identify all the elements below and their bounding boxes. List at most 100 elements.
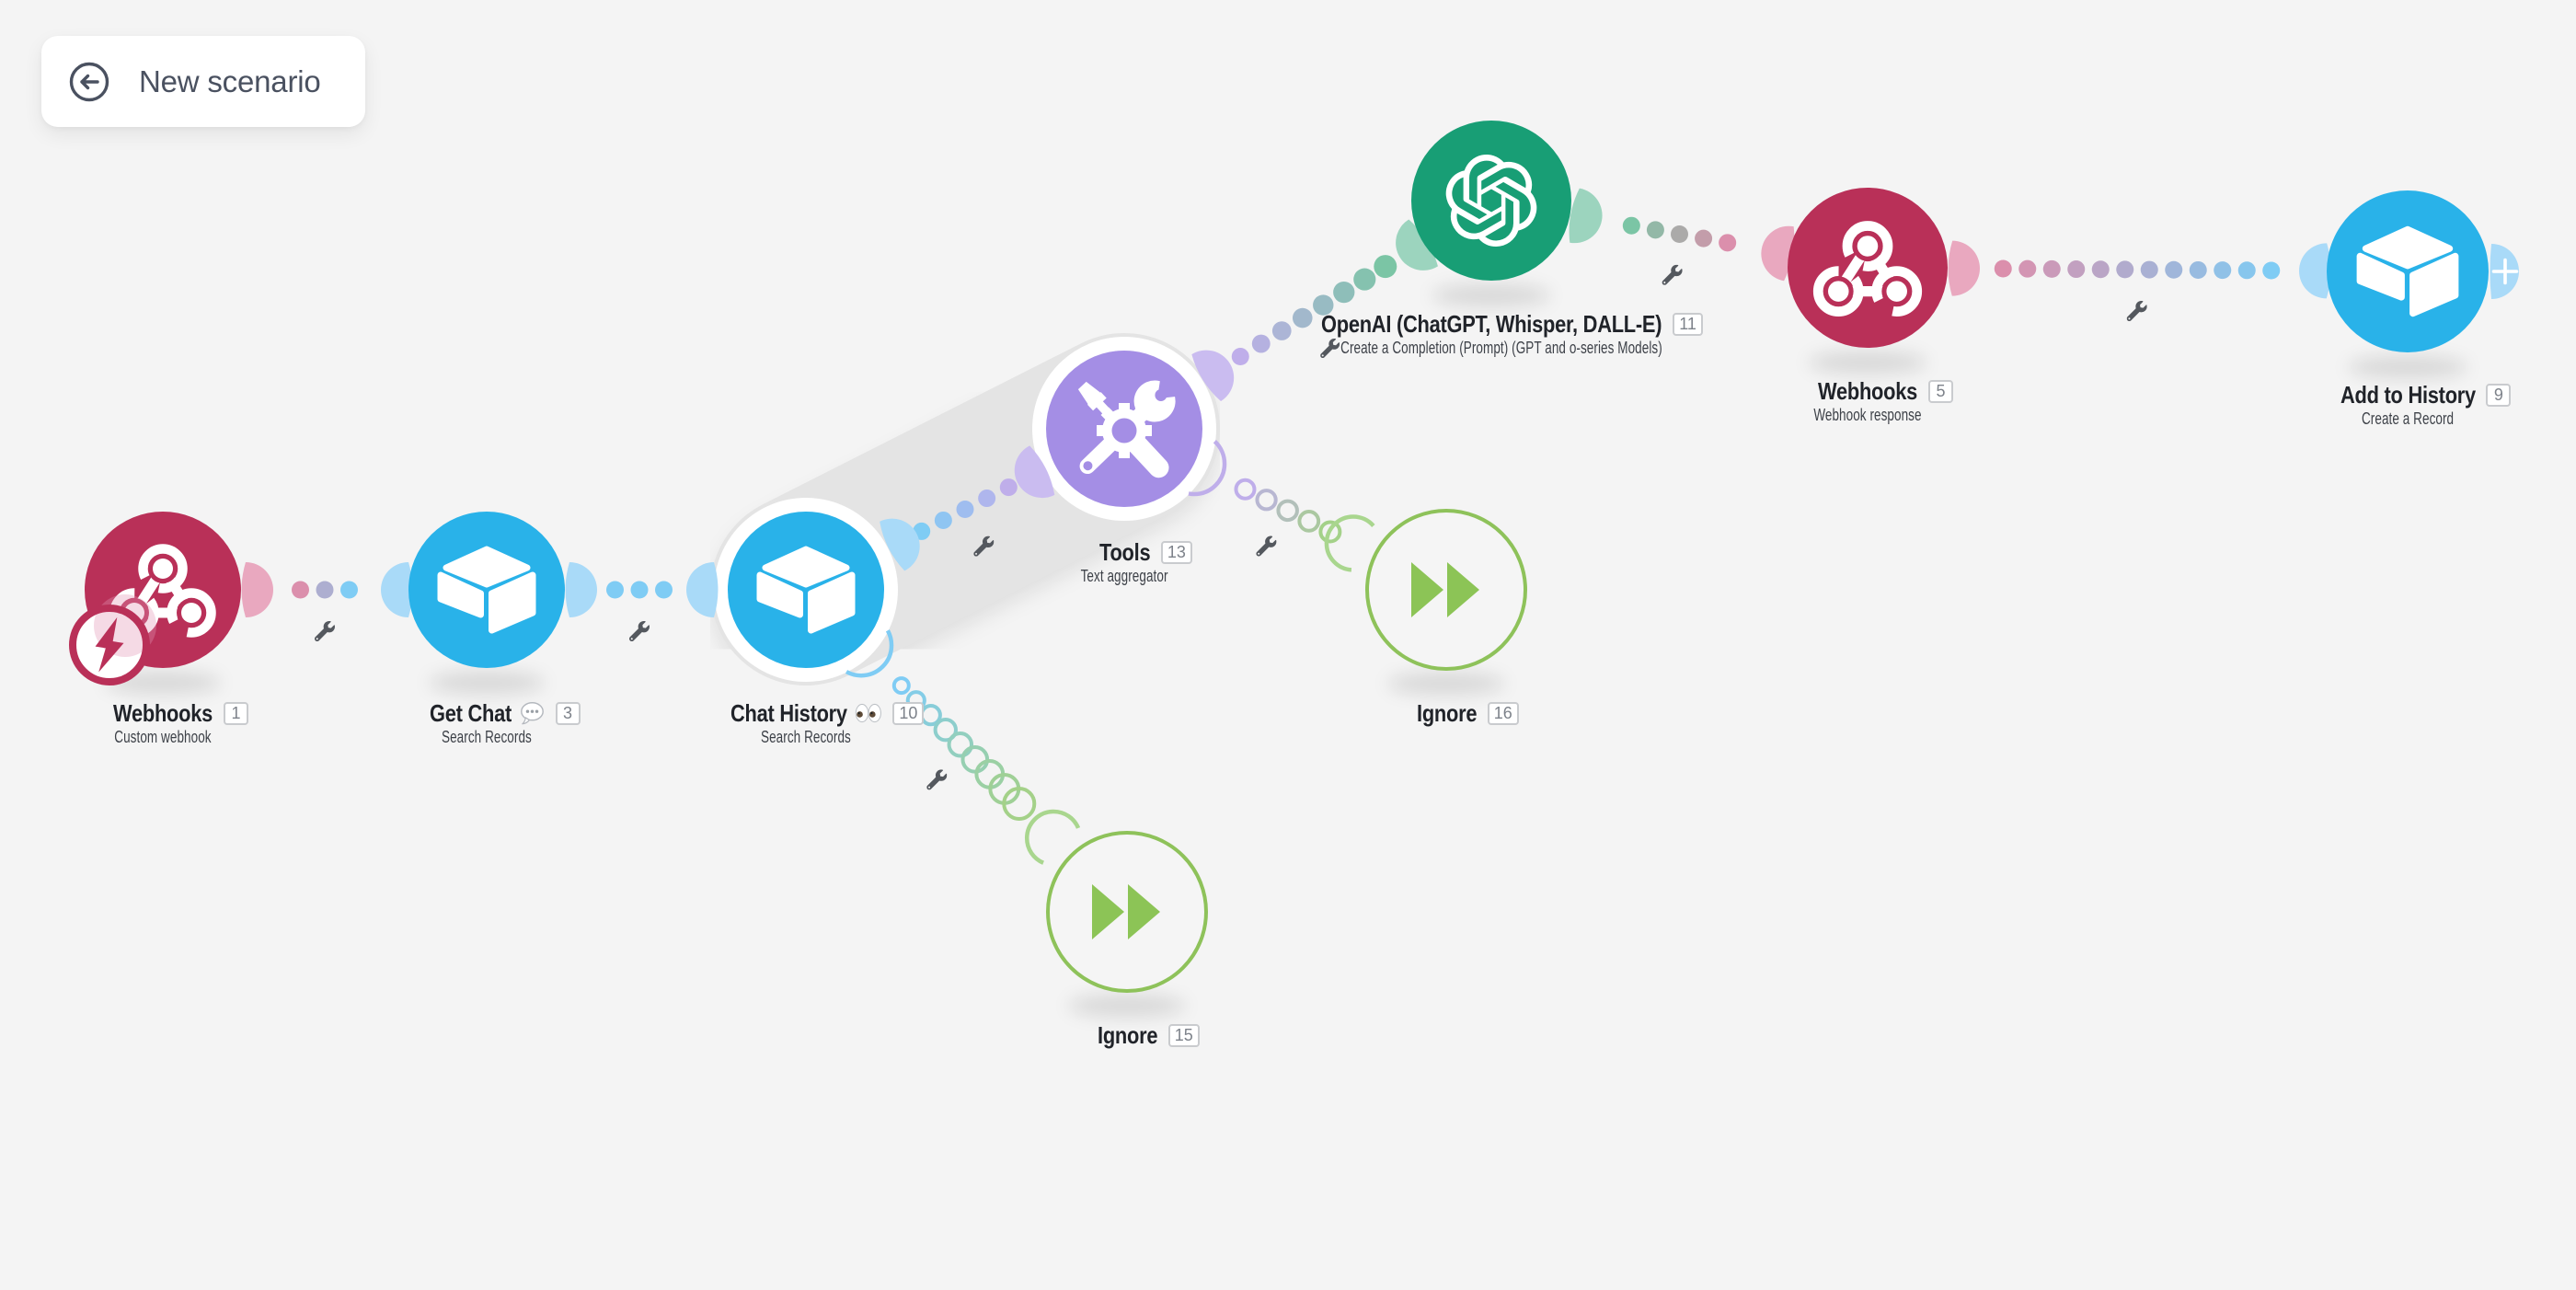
- module-number-badge: 15: [1167, 1023, 1200, 1047]
- airtable-icon: [437, 546, 536, 634]
- module-shadow: [1387, 672, 1505, 696]
- module-number-badge: 10: [892, 701, 925, 725]
- route-ring: [933, 718, 958, 743]
- webhook-icon: [109, 544, 216, 638]
- flow-dot: [1994, 259, 2012, 278]
- module-ignore-15[interactable]: [1046, 831, 1208, 993]
- fast-forward-icon: [1092, 884, 1160, 939]
- module-shadow: [1432, 283, 1551, 307]
- back-button[interactable]: New scenario: [41, 36, 365, 127]
- connection-port-out: [241, 562, 273, 617]
- module-circle[interactable]: [1046, 831, 1208, 993]
- wrench-icon[interactable]: [1256, 536, 1277, 557]
- wrench-icon[interactable]: [1662, 264, 1683, 285]
- module-get-chat[interactable]: [408, 512, 565, 668]
- flow-dot: [1313, 294, 1334, 316]
- wrench-icon[interactable]: [2126, 300, 2147, 321]
- flow-dot: [999, 478, 1018, 497]
- flow-dot: [2018, 259, 2037, 278]
- wrench-icon[interactable]: [315, 621, 335, 641]
- module-circle[interactable]: [408, 512, 565, 668]
- connection-port-out: [565, 562, 597, 617]
- flow-dot: [2042, 259, 2061, 278]
- flow-dot: [2140, 260, 2158, 279]
- module-label-openai: OpenAI (ChatGPT, Whisper, DALL-E) 11: [1321, 304, 1703, 344]
- module-openai[interactable]: [1411, 121, 1571, 281]
- module-title: Ignore: [1416, 698, 1477, 727]
- flow-dot: [956, 501, 974, 518]
- flow-dot: [1671, 225, 1688, 243]
- route-arc-out: [1161, 431, 1227, 497]
- flow-dot: [1646, 221, 1664, 239]
- connection-port-in: [686, 562, 719, 617]
- module-subtitle: Create a Completion (Prompt) (GPT and o-…: [1320, 339, 1662, 358]
- module-number-badge: 3: [555, 701, 581, 725]
- flow-dot: [2091, 260, 2110, 279]
- webhook-icon: [1812, 221, 1923, 317]
- flow-dot: [1695, 229, 1713, 248]
- module-webhooks-1[interactable]: [69, 512, 241, 685]
- module-circle[interactable]: [1365, 509, 1527, 671]
- plus-icon[interactable]: [2491, 258, 2519, 285]
- module-number-badge: 16: [1487, 701, 1519, 725]
- module-title: Add to History: [2340, 380, 2476, 409]
- flow-dot: [1271, 321, 1292, 340]
- connection-port-out: [1191, 350, 1235, 402]
- route-ring: [1255, 489, 1278, 512]
- connection-tools-ignore-16: [1234, 478, 1342, 557]
- module-label-ignore-16: Ignore 16: [1417, 693, 1519, 733]
- wrench-icon: [1320, 339, 1340, 358]
- flow-dot: [292, 581, 309, 599]
- module-title: Tools: [1098, 537, 1151, 566]
- route-ring: [947, 731, 974, 758]
- eyes-emoji: [856, 703, 882, 723]
- connection-tools-openai: [1231, 255, 1397, 366]
- module-shadow: [1068, 994, 1186, 1018]
- module-circle[interactable]: [2327, 190, 2489, 352]
- module-tools[interactable]: [1046, 351, 1202, 507]
- flow-dot: [1292, 307, 1313, 328]
- route-ring: [1318, 520, 1342, 544]
- module-ignore-16[interactable]: [1365, 509, 1527, 671]
- connection-port-in: [2299, 243, 2331, 299]
- back-button-label: New scenario: [139, 63, 321, 98]
- module-number-badge: 9: [2486, 383, 2512, 407]
- airtable-icon: [2356, 225, 2459, 317]
- route-arc-in: [1024, 809, 1083, 868]
- route-arc-in: [1324, 514, 1383, 572]
- module-circle[interactable]: [728, 512, 884, 668]
- wrench-icon[interactable]: [926, 769, 948, 790]
- module-chat-history[interactable]: [728, 512, 884, 668]
- arrow-left-icon: [69, 62, 109, 101]
- module-title: OpenAI (ChatGPT, Whisper, DALL-E): [1321, 309, 1662, 338]
- module-webhooks-5[interactable]: [1788, 188, 1948, 348]
- flow-dot: [2165, 260, 2183, 279]
- lightning-icon: [69, 594, 156, 685]
- module-title: Webhooks: [1818, 376, 1918, 405]
- module-subtitle: Text aggregator: [1080, 567, 1168, 585]
- module-subtitle: Create a Record: [2361, 409, 2455, 428]
- flow-dot: [2067, 260, 2086, 279]
- openai-icon: [1445, 155, 1537, 248]
- module-title: Chat History: [730, 698, 847, 727]
- connection-openai-webhooks-5: [1622, 216, 1737, 285]
- flow-dot: [606, 581, 624, 599]
- flow-dot: [1622, 216, 1640, 235]
- flow-dot: [1374, 255, 1397, 279]
- wrench-icon[interactable]: [629, 621, 650, 641]
- connection-port-in: [1396, 219, 1438, 271]
- flow-dot: [1251, 334, 1271, 353]
- route-ring: [1276, 499, 1299, 523]
- module-circle[interactable]: [1411, 121, 1571, 281]
- module-add-to-history[interactable]: [2327, 190, 2519, 352]
- flow-dot: [1333, 281, 1355, 304]
- connection-webhooks-5-add-to-history: [1994, 259, 2281, 321]
- flow-dot: [1231, 348, 1249, 366]
- module-number-badge: 11: [1673, 312, 1703, 336]
- route-arc-out: [828, 612, 894, 678]
- module-subtitle: Custom webhook: [114, 728, 212, 746]
- speech-balloon-emoji: [520, 702, 544, 725]
